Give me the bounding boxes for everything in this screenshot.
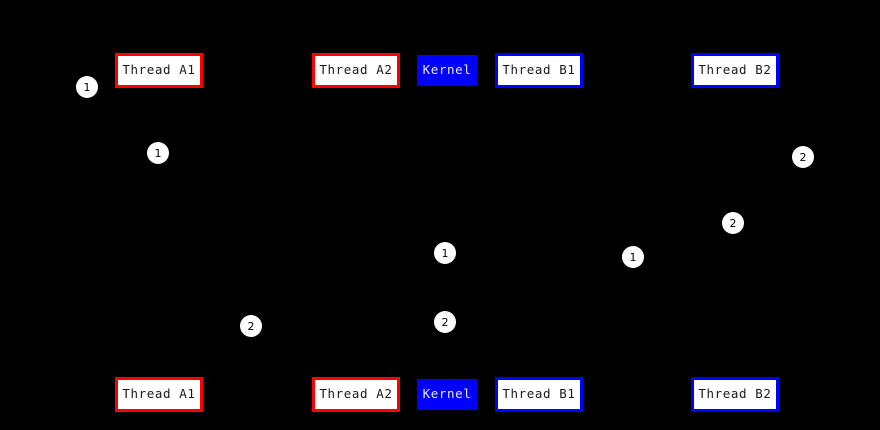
sequence-marker: 1: [434, 242, 456, 264]
lifeline-3: [539, 88, 540, 377]
participant-box-thread-b2-top[interactable]: Thread B2: [691, 53, 779, 88]
sequence-marker: 1: [76, 76, 98, 98]
participant-label: Thread A1: [122, 62, 196, 78]
participant-box-thread-b2-bottom[interactable]: Thread B2: [691, 377, 779, 412]
participant-box-thread-a2-bottom[interactable]: Thread A2: [312, 377, 400, 412]
participant-label: Thread A1: [122, 386, 196, 402]
lifeline-stub: [355, 88, 357, 91]
participant-box-thread-b1-top[interactable]: Thread B1: [495, 53, 583, 88]
lifeline-1: [356, 88, 357, 377]
participant-box-kernel-top[interactable]: Kernel: [417, 55, 477, 86]
sequence-marker: 2: [434, 311, 456, 333]
lifeline-stub: [446, 376, 448, 379]
participant-box-thread-a2-top[interactable]: Thread A2: [312, 53, 400, 88]
participant-label: Thread B2: [698, 62, 772, 78]
sequence-marker: 2: [792, 146, 814, 168]
participant-label: Thread B1: [502, 386, 576, 402]
participant-box-thread-b1-bottom[interactable]: Thread B1: [495, 377, 583, 412]
sequence-marker: 1: [147, 142, 169, 164]
lifeline-stub: [355, 374, 357, 377]
lifeline-stub: [734, 374, 736, 377]
participant-label: Thread B1: [502, 62, 576, 78]
lifeline-stub: [446, 86, 448, 89]
participant-label: Thread A2: [319, 62, 393, 78]
participant-box-thread-a1-bottom[interactable]: Thread A1: [115, 377, 203, 412]
participant-label: Kernel: [422, 62, 472, 78]
lifeline-stub: [158, 374, 160, 377]
sequence-marker: 2: [240, 315, 262, 337]
participant-label: Kernel: [422, 386, 472, 402]
lifeline-2: [447, 86, 448, 379]
lifeline-stub: [158, 88, 160, 91]
participant-label: Thread B2: [698, 386, 772, 402]
participant-box-kernel-bottom[interactable]: Kernel: [417, 379, 477, 410]
lifeline-0: [159, 88, 160, 377]
lifeline-stub: [538, 88, 540, 91]
participant-label: Thread A2: [319, 386, 393, 402]
lifeline-stub: [734, 88, 736, 91]
lifeline-stub: [538, 374, 540, 377]
sequence-marker: 2: [722, 212, 744, 234]
participant-box-thread-a1-top[interactable]: Thread A1: [115, 53, 203, 88]
sequence-marker: 1: [622, 246, 644, 268]
